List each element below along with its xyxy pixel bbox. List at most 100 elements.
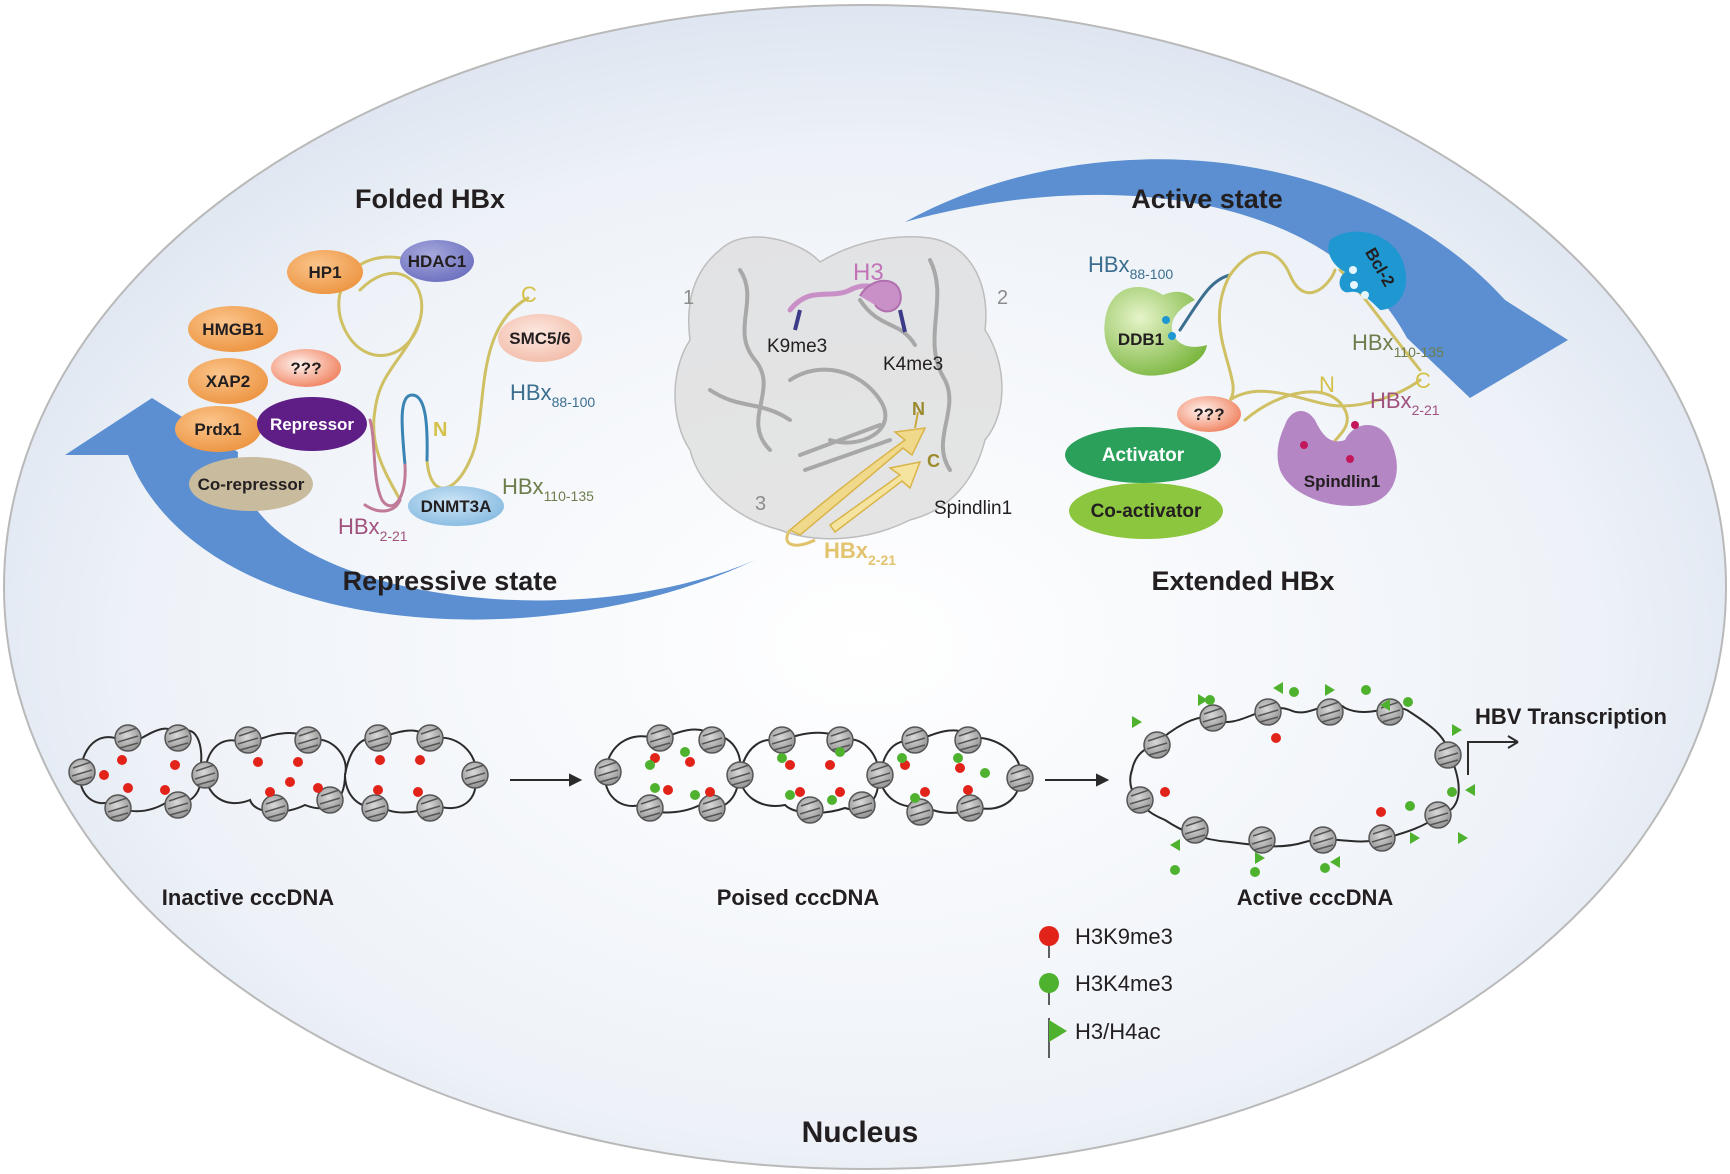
protein-unknown-right-label: ??? [1193,405,1224,424]
h3k9me3-mark [99,770,109,780]
protein-spindlin1-right: Spindlin1 [1277,410,1397,506]
h3k9me3-mark [1271,733,1281,743]
heading-extended-hbx: Extended HBx [1151,566,1334,596]
nucleosome [901,726,929,754]
h3k9me3-mark [835,787,845,797]
right-hbx-n-terminus: N [1319,372,1335,397]
structure-hbx-sub: 2-21 [868,552,896,568]
cccdna-poised-label: Poised cccDNA [717,885,880,910]
spindlin1-ribbons [708,258,952,472]
legend-h3k4me3: H3K4me3 [1039,971,1173,1005]
h3h4ac-mark [1380,699,1390,711]
h3k4me3-mark [1170,865,1180,875]
structure-k4me3-label: K4me3 [883,354,943,375]
protein-dnmt3a: DNMT3A [408,486,504,526]
protein-coactivator: Co-activator [1069,483,1223,539]
left-hbx-110-135-base: HBx [502,474,544,499]
nucleosome [826,726,854,754]
nucleosome [636,794,664,822]
cccdna-inactive-label: Inactive cccDNA [162,885,335,910]
hbv-transcription-label: HBV Transcription [1475,704,1667,729]
nucleosome [104,794,132,822]
h3k9me3-mark [160,785,170,795]
cccdna-active [1126,682,1475,877]
h3k4me3-mark [1403,697,1413,707]
structure-pocket-3: 3 [755,493,766,515]
nucleosome [726,761,754,789]
h3k4me3-mark [980,768,990,778]
structure-h3-label: H3 [853,259,884,286]
h3k9me3-mark [1160,787,1170,797]
nucleosome [1181,816,1209,844]
h3k4me3-mark [897,753,907,763]
nucleosome [1006,764,1034,792]
spindlin1-structure [674,236,1003,547]
hbx-folded-chain [337,255,530,513]
legend-h3h4ac-label: H3/H4ac [1075,1019,1161,1044]
protein-bcl2: Bcl-2 [1328,231,1407,310]
left-hbx-110-135-label: HBx110-135 [502,474,594,504]
right-hbx-110-135-base: HBx [1352,330,1394,355]
h3k4me3-mark [690,790,700,800]
protein-corepressor-label: Co-repressor [198,475,305,494]
nucleosome [364,724,392,752]
protein-hp1-label: HP1 [308,263,341,282]
nucleosome [646,724,674,752]
nucleosome [164,791,192,819]
nucleosome [866,761,894,789]
h3k9me3-mark [650,753,660,763]
structure-hbx-2-21-label: HBx2-21 [824,538,896,568]
right-hbx-88-100-base: HBx [1088,252,1130,277]
right-hbx-88-100-sub: 88-100 [1130,266,1174,282]
protein-hdac1-label: HDAC1 [408,252,467,271]
nucleosome [316,786,344,814]
k4me3-sidechain [898,309,907,333]
h3k4me3-mark [1250,867,1260,877]
left-hbx-110-135-sub: 110-135 [544,488,595,504]
hbx-2-21-loop [785,529,816,547]
legend-h3k4me3-label: H3K4me3 [1075,971,1173,996]
nucleosome [954,726,982,754]
h3h4ac-mark [1198,694,1208,706]
protein-unknown-left: ??? [271,349,341,387]
cccdna-inactive-nucleosomes [68,724,489,822]
h3k9me3-mark [795,787,805,797]
heading-active-state: Active state [1131,184,1283,214]
protein-unknown-right: ??? [1177,396,1241,432]
cccdna-inactive [68,724,489,822]
legend-h3h4ac: H3/H4ac [1048,1018,1161,1058]
protein-smc56: SMC5/6 [498,314,582,362]
left-hbx-88-100-label: HBx88-100 [510,380,595,410]
h3k9me3-mark [1376,807,1386,817]
h3k9me3-mark [293,757,303,767]
nucleosome [461,761,489,789]
nucleosome [1143,731,1171,759]
nucleosome [768,726,796,754]
nucleosome [698,726,726,754]
h3k9me3-mark [117,755,127,765]
protein-prdx1: Prdx1 [175,406,261,452]
nucleosome [416,794,444,822]
heading-nucleus: Nucleus [802,1116,919,1149]
protein-dnmt3a-label: DNMT3A [421,497,492,516]
h3k4me3-mark [1361,685,1371,695]
structure-k9me3-label: K9me3 [767,336,827,357]
left-hbx-2-21-sub: 2-21 [380,528,408,544]
nucleosome [594,758,622,786]
h3h4ac-mark [1458,832,1468,844]
nucleosome [698,794,726,822]
structure-pocket-2: 2 [997,287,1008,309]
h3k4me3-mark [953,753,963,763]
h3k9me3-mark [415,755,425,765]
nucleosome [416,724,444,752]
structure-spindlin1-label: Spindlin1 [934,498,1012,519]
nucleosome [234,726,262,754]
right-hbx-2-21-sub: 2-21 [1412,402,1440,418]
transcription-start-arrow [1467,735,1519,775]
protein-spindlin1-right-label: Spindlin1 [1304,472,1381,491]
h3h4ac-mark [1170,839,1180,851]
h3k4me3-mark [645,760,655,770]
structure-pocket-1: 1 [683,287,694,309]
h3h4ac-mark [1273,682,1283,694]
